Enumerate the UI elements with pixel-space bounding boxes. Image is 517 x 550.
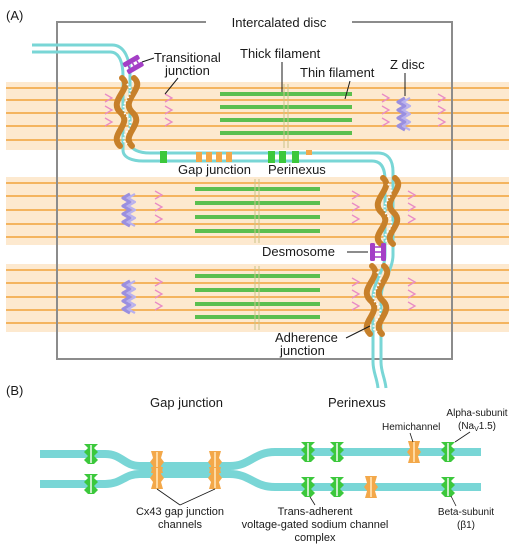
panel-a-tag: (A) — [6, 8, 23, 23]
thick-filament-label: Thick filament — [240, 46, 321, 61]
gap-junction-cluster — [196, 152, 232, 162]
cx43-channel — [150, 467, 164, 489]
hemichannel — [364, 476, 378, 498]
beta-subunit-label-2: (β1) — [457, 520, 475, 531]
thick-filaments — [195, 92, 352, 319]
leader-beta-subunit — [450, 495, 457, 507]
leader-trans-adherent — [309, 496, 316, 506]
leader-hemichannel — [409, 432, 414, 443]
perinexus-label: Perinexus — [268, 162, 326, 177]
panel-b-membranes — [40, 448, 481, 491]
cx43-label-1: Cx43 gap junction — [136, 506, 224, 518]
desmosome-top — [122, 54, 144, 75]
thin-filament-label: Thin filament — [300, 65, 375, 80]
sodium-channel — [84, 444, 98, 464]
leader-transitional — [141, 57, 155, 63]
sodium-channel — [330, 442, 344, 462]
adherence-junction-top — [113, 75, 141, 149]
trans-adherent-label-1: Trans-adherent — [278, 506, 353, 518]
panel-b-perinexus-heading: Perinexus — [328, 395, 386, 410]
cx43-channel — [208, 467, 222, 489]
hemichannel — [407, 441, 421, 463]
trans-adherent-label-3: complex — [295, 532, 336, 544]
panel-b-tag: (B) — [6, 383, 23, 398]
leader-adherence — [345, 325, 371, 339]
desmosome-label: Desmosome — [262, 244, 335, 259]
leader-alpha-subunit — [454, 431, 471, 443]
frame-title-backdrop — [206, 13, 352, 31]
transitional-junction-label-2: junction — [164, 63, 210, 78]
gap-junction-label: Gap junction — [178, 162, 251, 177]
sodium-channel — [441, 477, 455, 497]
hemichannel-label: Hemichannel — [382, 422, 440, 433]
desmosome-right — [370, 243, 386, 261]
sodium-channel — [84, 474, 98, 494]
adherence-junction-label-1: Adherence — [275, 330, 338, 345]
m-lines — [254, 84, 289, 330]
transitional-junction-label-1: Transitional — [154, 50, 221, 65]
z-disc-label: Z disc — [390, 57, 425, 72]
alpha-subunit-label-1: Alpha-subunit — [446, 408, 507, 419]
sodium-channel — [301, 442, 315, 462]
trans-adherent-label-2: voltage-gated sodium channel — [242, 519, 389, 531]
adherence-junction-label-2: junction — [279, 343, 325, 358]
leader-transitional-2 — [164, 77, 179, 95]
thin-filaments — [6, 87, 509, 324]
sodium-channels-panel-a — [160, 150, 312, 163]
adherence-junction-bottom — [363, 263, 391, 337]
sodium-channel — [330, 477, 344, 497]
sodium-channel — [441, 442, 455, 462]
alpha-subunit-label-2: (NaV1.5) — [458, 421, 496, 433]
leader-thin-filament — [344, 80, 351, 100]
panel-b-gap-junction-heading: Gap junction — [150, 395, 223, 410]
cx43-label-2: channels — [158, 519, 203, 531]
beta-subunit-label-1: Beta-subunit — [438, 507, 494, 518]
sodium-channel — [301, 477, 315, 497]
leaders-cx43 — [156, 488, 216, 506]
adherence-junction-middle — [374, 175, 402, 247]
intercalated-disc-title: Intercalated disc — [232, 15, 327, 30]
